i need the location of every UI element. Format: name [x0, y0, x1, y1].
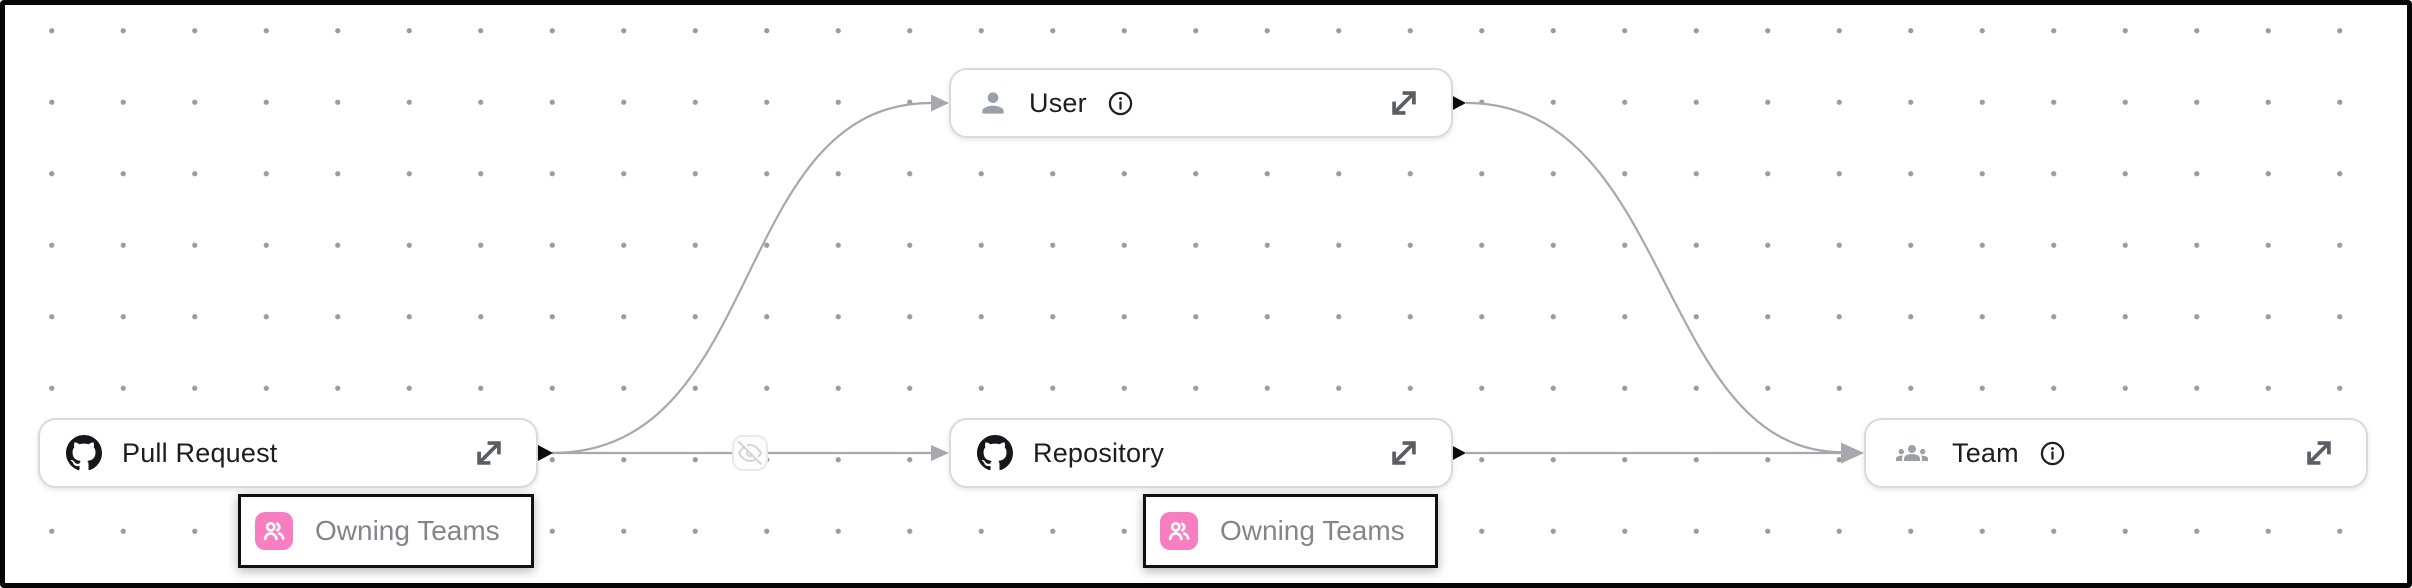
expand-icon[interactable]	[472, 436, 506, 470]
edge-lines	[551, 101, 1844, 455]
expand-icon[interactable]	[1387, 86, 1421, 120]
arrowhead-into-repository	[931, 445, 949, 461]
expand-icon[interactable]	[1387, 436, 1421, 470]
edge-user-team[interactable]	[1465, 101, 1844, 454]
arrowhead-into-user	[931, 94, 949, 112]
node-label: User	[1029, 87, 1087, 118]
owning-teams-icon	[255, 512, 293, 550]
github-icon	[977, 435, 1013, 471]
owning-teams-label: Owning Teams	[1220, 515, 1405, 546]
edge-pullrequest-user[interactable]	[551, 101, 932, 455]
node-ports	[537, 94, 1466, 462]
node-label: Team	[1952, 437, 2019, 468]
arrowhead-into-team	[1841, 442, 1864, 464]
info-icon[interactable]	[2039, 440, 2066, 467]
team-icon	[1892, 437, 1932, 469]
expand-icon[interactable]	[2302, 436, 2336, 470]
edge-arrowheads	[931, 94, 1864, 464]
port-pullrequest-right[interactable]	[537, 444, 553, 462]
node-user[interactable]: User	[949, 68, 1453, 138]
node-pull-request[interactable]: Pull Request	[38, 418, 538, 488]
hidden-edge-badge[interactable]	[732, 435, 768, 471]
node-label: Pull Request	[122, 437, 278, 468]
diagram-canvas[interactable]: Pull Request User	[5, 5, 2407, 583]
user-icon	[977, 87, 1009, 119]
owning-teams-badge-pull-request[interactable]: Owning Teams	[238, 494, 534, 568]
owning-teams-label: Owning Teams	[315, 515, 500, 546]
info-icon[interactable]	[1107, 90, 1134, 117]
owning-teams-icon	[1160, 512, 1198, 550]
github-icon	[66, 435, 102, 471]
owning-teams-badge-repository[interactable]: Owning Teams	[1143, 494, 1438, 568]
node-label: Repository	[1033, 437, 1165, 468]
node-team[interactable]: Team	[1864, 418, 2368, 488]
node-repository[interactable]: Repository	[949, 418, 1453, 488]
eye-off-icon	[738, 441, 762, 465]
